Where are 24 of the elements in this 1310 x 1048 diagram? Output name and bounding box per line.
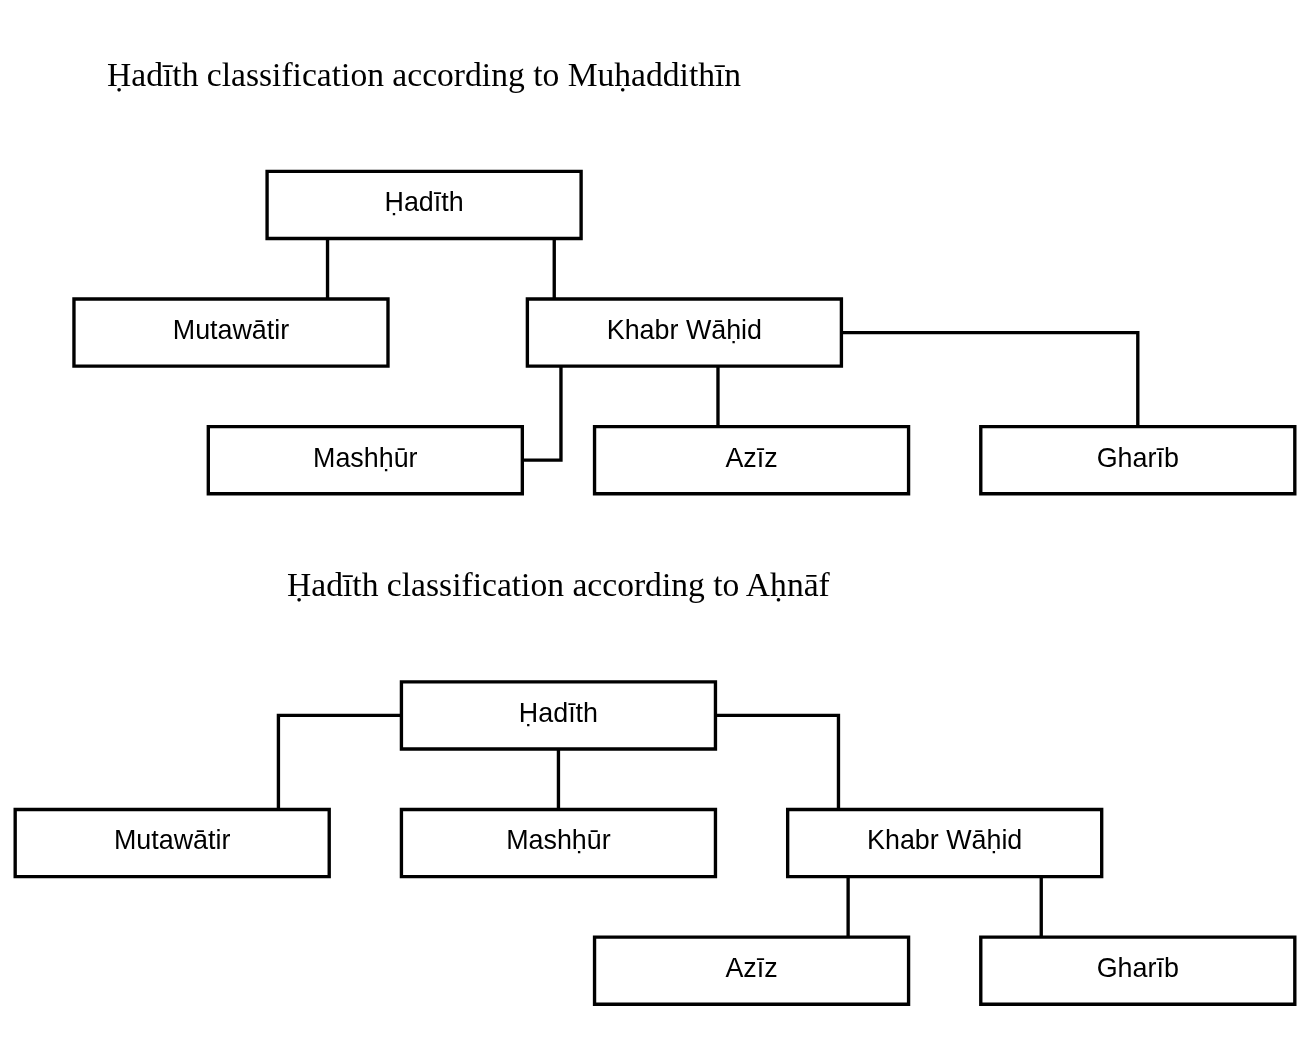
node-box: Ḥadīth	[265, 169, 583, 241]
label: Ḥadīth classification according to Aḥnāf	[287, 566, 830, 604]
connector	[1039, 877, 1043, 937]
connector	[556, 749, 561, 810]
node-box: Mashḥūr	[399, 807, 718, 879]
connector	[325, 239, 330, 299]
node-box: Mutawātir	[72, 297, 390, 368]
node-box: Khabr Wāḥid	[525, 297, 844, 368]
connector	[522, 366, 563, 462]
node-box: Mashḥūr	[206, 424, 524, 496]
node-box: Gharīb	[979, 424, 1297, 496]
node-box: Azīz	[592, 424, 911, 496]
node-box: Azīz	[592, 935, 911, 1006]
connector	[715, 713, 841, 809]
connector	[552, 239, 556, 299]
connector	[276, 713, 402, 809]
node-box: Gharīb	[979, 935, 1297, 1006]
node-box: Khabr Wāḥid	[786, 807, 1104, 879]
connector	[846, 877, 850, 937]
label: Ḥadīth classification according to Muḥaddithīn	[107, 55, 742, 93]
connector	[841, 330, 1140, 426]
connector	[716, 366, 720, 427]
node-box: Ḥadīth	[399, 680, 718, 751]
node-box: Mutawātir	[13, 807, 331, 879]
